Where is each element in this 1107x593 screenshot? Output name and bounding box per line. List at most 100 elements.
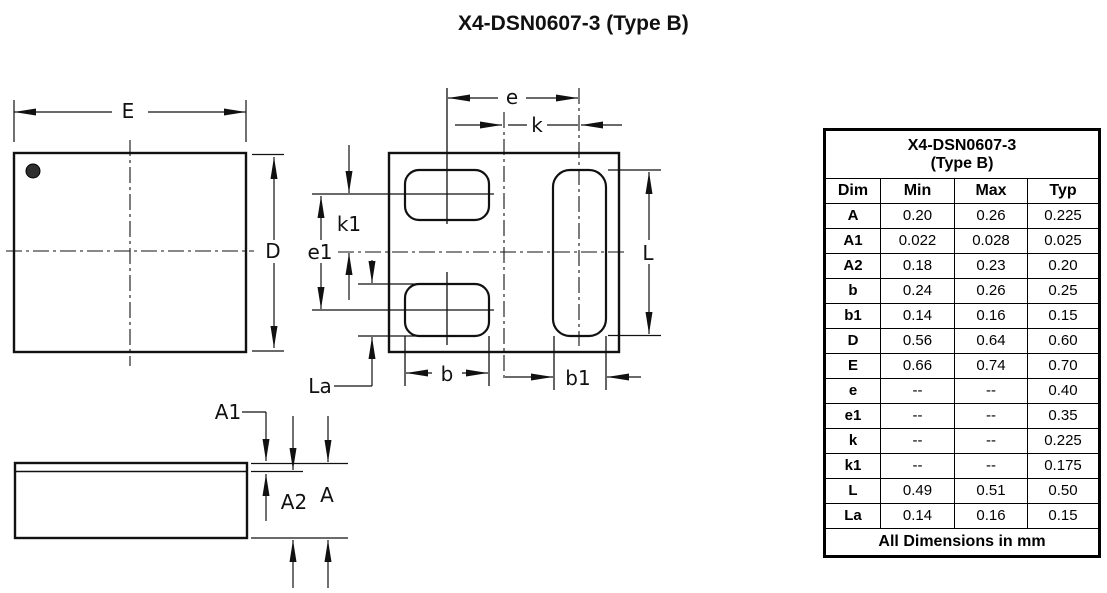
table-cell-max: 0.16 xyxy=(954,303,1028,329)
table-cell-dim: E xyxy=(824,353,881,379)
extension-lines xyxy=(13,100,284,352)
table-cell-min: 0.20 xyxy=(880,203,955,229)
table-cell-min: -- xyxy=(880,428,955,454)
dim-label-A: A xyxy=(320,483,334,507)
table-row: e1----0.35 xyxy=(824,403,1100,429)
dim-label-e1: e1 xyxy=(307,240,332,264)
dim-label-k: k xyxy=(531,113,543,137)
col-header-min: Min xyxy=(880,178,955,204)
table-cell-max: 0.51 xyxy=(954,478,1028,504)
table-cell-min: 0.18 xyxy=(880,253,955,279)
centerlines xyxy=(338,88,628,380)
table-cell-max: 0.64 xyxy=(954,328,1028,354)
extension-lines xyxy=(242,411,348,539)
table-cell-typ: 0.35 xyxy=(1027,403,1100,429)
table-cell-typ: 0.225 xyxy=(1027,428,1100,454)
table-cell-max: -- xyxy=(954,403,1028,429)
col-header-dim: Dim xyxy=(824,178,881,204)
dimension-lines xyxy=(317,94,653,386)
table-cell-typ: 0.70 xyxy=(1027,353,1100,379)
table-footer: All Dimensions in mm xyxy=(824,528,1100,557)
table-cell-min: 0.022 xyxy=(880,228,955,254)
dim-label-e: e xyxy=(506,85,518,109)
table-footer-row: All Dimensions in mm xyxy=(824,528,1100,557)
dimension-lines xyxy=(262,412,332,588)
package-side-outline xyxy=(13,461,249,540)
extension-lines xyxy=(312,88,661,390)
table-header-row: Dim Min Max Typ xyxy=(824,178,1100,204)
table-cell-max: -- xyxy=(954,453,1028,479)
table-cell-dim: k xyxy=(824,428,881,454)
table-row: e----0.40 xyxy=(824,378,1100,404)
col-header-max: Max xyxy=(954,178,1028,204)
dim-label-A2: A2 xyxy=(281,490,307,514)
table-cell-typ: 0.50 xyxy=(1027,478,1100,504)
table-cell-dim: La xyxy=(824,503,881,529)
table-cell-dim: D xyxy=(824,328,881,354)
dim-label-L: L xyxy=(642,241,654,265)
table-cell-dim: e xyxy=(824,378,881,404)
table-cell-dim: b1 xyxy=(824,303,881,329)
table-cell-typ: 0.25 xyxy=(1027,278,1100,304)
table-cell-dim: b xyxy=(824,278,881,304)
table-cell-max: 0.26 xyxy=(954,203,1028,229)
table-cell-max: 0.23 xyxy=(954,253,1028,279)
table-cell-typ: 0.40 xyxy=(1027,378,1100,404)
table-cell-dim: A2 xyxy=(824,253,881,279)
table-cell-max: 0.74 xyxy=(954,353,1028,379)
table-cell-typ: 0.025 xyxy=(1027,228,1100,254)
bottom-view: e k k1 e1 La b b1 L xyxy=(307,85,661,398)
table-cell-typ: 0.225 xyxy=(1027,203,1100,229)
table-row: k----0.225 xyxy=(824,428,1100,454)
table-cell-max: 0.16 xyxy=(954,503,1028,529)
pin1-marker xyxy=(25,163,41,179)
table-cell-max: 0.26 xyxy=(954,278,1028,304)
table-cell-typ: 0.175 xyxy=(1027,453,1100,479)
dim-label-La: La xyxy=(308,374,331,398)
dimension-lines xyxy=(14,108,278,348)
table-cell-min: -- xyxy=(880,453,955,479)
table-cell-dim: k1 xyxy=(824,453,881,479)
table-cell-typ: 0.20 xyxy=(1027,253,1100,279)
table-cell-dim: A xyxy=(824,203,881,229)
side-view: A1 A2 A xyxy=(13,400,348,588)
table-cell-min: 0.66 xyxy=(880,353,955,379)
dim-label-A1: A1 xyxy=(215,400,241,424)
table-cell-min: 0.14 xyxy=(880,303,955,329)
table-cell-min: -- xyxy=(880,403,955,429)
table-cell-dim: e1 xyxy=(824,403,881,429)
table-cell-min: 0.56 xyxy=(880,328,955,354)
table-cell-typ: 0.15 xyxy=(1027,503,1100,529)
top-view: E D xyxy=(6,99,284,366)
table-title: X4-DSN0607-3 (Type B) xyxy=(824,129,1100,179)
dim-label-b: b xyxy=(441,362,454,386)
table-cell-min: -- xyxy=(880,378,955,404)
table-cell-min: 0.49 xyxy=(880,478,955,504)
table-cell-min: 0.24 xyxy=(880,278,955,304)
table-cell-max: -- xyxy=(954,378,1028,404)
table-cell-dim: L xyxy=(824,478,881,504)
dim-label-D: D xyxy=(265,239,280,263)
table-cell-typ: 0.60 xyxy=(1027,328,1100,354)
page-title: X4-DSN0607-3 (Type B) xyxy=(458,12,689,35)
dim-label-E: E xyxy=(122,99,135,123)
table-cell-max: 0.028 xyxy=(954,228,1028,254)
table-row: k1----0.175 xyxy=(824,453,1100,479)
table-cell-typ: 0.15 xyxy=(1027,303,1100,329)
dim-label-b1: b1 xyxy=(565,366,590,390)
table-cell-dim: A1 xyxy=(824,228,881,254)
centerlines xyxy=(6,140,254,366)
